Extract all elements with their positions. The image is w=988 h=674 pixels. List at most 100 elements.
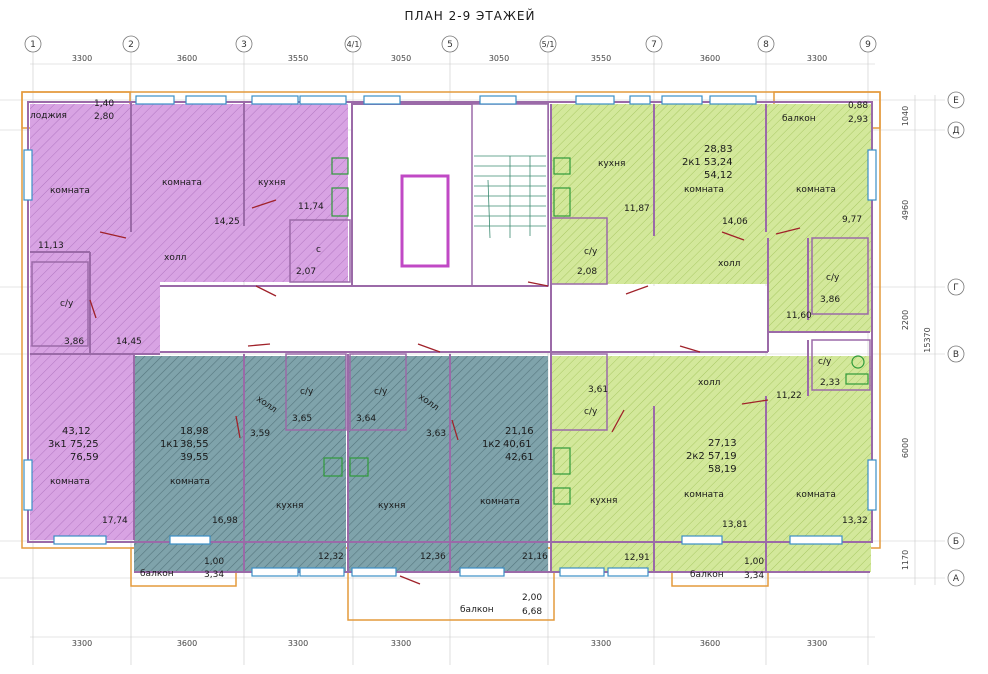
wc-area: 2,33 — [820, 378, 840, 388]
bath-area: 2,08 — [577, 267, 597, 277]
wc-label: с — [316, 245, 321, 255]
apt-code: 1к2 — [482, 439, 501, 450]
apt-area-total: 53,24 — [704, 157, 733, 168]
balcony-area1: 0,88 — [848, 101, 868, 111]
dim-right-2: 4960 — [901, 200, 910, 220]
room-label: комната — [796, 185, 836, 195]
room-label: комната — [796, 490, 836, 500]
apt-code: 3к1 — [48, 439, 67, 450]
dim-top-1: 3300 — [72, 54, 92, 63]
apt-area-living: 18,98 — [180, 426, 209, 437]
room-area: 17,74 — [102, 516, 128, 526]
bath-label: с/у — [374, 387, 388, 397]
apt-3k1-labels: комната 11,13 комната 14,25 кухня 11,74 … — [38, 178, 324, 526]
axis-label-2: 2 — [128, 40, 134, 50]
axis-row-e: Е — [953, 96, 959, 106]
apt-area-total: 75,25 — [70, 439, 99, 450]
dim-top-2: 3600 — [177, 54, 197, 63]
room-label: комната — [480, 497, 520, 507]
axis-row-a: А — [953, 574, 960, 584]
axis-row-v: В — [953, 350, 959, 360]
dim-bottom-1: 3300 — [72, 639, 92, 648]
room-label: комната — [50, 477, 90, 487]
loggia-area2: 2,80 — [94, 112, 114, 122]
kitchen-label: кухня — [258, 178, 285, 188]
room-area: 13,32 — [842, 516, 868, 526]
kitchen-fixtures — [323, 157, 869, 505]
bath-area: 3,61 — [588, 385, 608, 395]
dim-top-7: 3600 — [700, 54, 720, 63]
room-label: комната — [50, 186, 90, 196]
dim-top-5: 3050 — [489, 54, 509, 63]
balcony-label: балкон — [460, 605, 494, 615]
hall-area: 3,63 — [426, 429, 446, 439]
room-area: 21,16 — [522, 552, 548, 562]
kitchen-label: кухня — [378, 501, 405, 511]
kitchen-area: 12,32 — [318, 552, 344, 562]
hall-label: холл — [164, 253, 186, 263]
room-label: комната — [162, 178, 202, 188]
balcony-label: балкон — [690, 570, 724, 580]
apt-area-living: 28,83 — [704, 144, 733, 155]
dim-right-4: 6000 — [901, 438, 910, 458]
apt-area-total: 57,19 — [708, 451, 737, 462]
axis-columns-top — [24, 35, 877, 53]
apt-area-full: 42,61 — [505, 452, 534, 463]
axis-label-5-1: 5/1 — [542, 40, 555, 49]
plan-title: ПЛАН 2-9 ЭТАЖЕЙ — [405, 8, 536, 23]
dim-top-8: 3300 — [807, 54, 827, 63]
kitchen-area: 12,91 — [624, 553, 650, 563]
room-area: 13,81 — [722, 520, 748, 530]
axis-row-b: Б — [953, 537, 959, 547]
apt-code: 1к1 — [160, 439, 179, 450]
apt-area-living: 43,12 — [62, 426, 91, 437]
dim-right-1: 1040 — [901, 106, 910, 126]
dim-top-6: 3550 — [591, 54, 611, 63]
apt-area-living: 21,16 — [505, 426, 534, 437]
bath-area: 3,65 — [292, 414, 312, 424]
apt-2k1-labels: кухня 11,87 с/у 2,08 28,83 2к1 53,24 54,… — [577, 144, 862, 321]
axis-label-3: 3 — [241, 40, 247, 50]
apt-area-full: 76,59 — [70, 452, 99, 463]
loggia: лоджия 1,40 2,80 — [30, 99, 114, 122]
bath-label: с/у — [826, 273, 840, 283]
dim-bottom-7: 3300 — [807, 639, 827, 648]
axis-label-7: 7 — [651, 40, 657, 50]
apt-1k2-labels: с/у 3,64 холл 3,63 кухня 12,36 21,16 1к2… — [356, 387, 548, 562]
axis-label-8: 8 — [763, 40, 769, 50]
room-area: 9,77 — [842, 215, 862, 225]
dim-bottom-2: 3600 — [177, 639, 197, 648]
balcony-area2: 6,68 — [522, 607, 542, 617]
balcony-area1: 2,00 — [522, 593, 542, 603]
dim-bottom-5: 3300 — [591, 639, 611, 648]
dim-bottom-4: 3300 — [391, 639, 411, 648]
doors — [89, 199, 801, 585]
balcony-area1: 1,00 — [744, 557, 764, 567]
apt-code: 2к1 — [682, 157, 701, 168]
balcony-top-right: балкон 0,88 2,93 — [782, 101, 868, 125]
axis-row-d: Д — [952, 126, 959, 136]
bath-area: 3,86 — [64, 337, 84, 347]
kitchen-label: кухня — [276, 501, 303, 511]
dim-top-4: 3050 — [391, 54, 411, 63]
room-label: комната — [684, 185, 724, 195]
stairwell — [160, 103, 768, 352]
bath-label: с/у — [584, 407, 598, 417]
dim-bottom-3: 3300 — [288, 639, 308, 648]
kitchen-area: 11,87 — [624, 204, 650, 214]
apt-area-total: 40,61 — [503, 439, 532, 450]
room-label: комната — [684, 490, 724, 500]
apt-area-living: 27,13 — [708, 438, 737, 449]
apt-area-full: 54,12 — [704, 170, 733, 181]
hall-area: 3,59 — [250, 429, 270, 439]
loggia-area1: 1,40 — [94, 99, 114, 109]
walls — [27, 101, 873, 573]
apt-2k2-labels: 3,61 с/у кухня 12,91 холл 11,22 с/у 2,33… — [584, 357, 868, 563]
balcony-bottom-center: балкон 2,00 6,68 — [460, 593, 542, 617]
bath-label: с/у — [584, 247, 598, 257]
axis-row-g: Г — [953, 283, 959, 293]
kitchen-label: кухня — [598, 159, 625, 169]
room-area: 14,25 — [214, 217, 240, 227]
apartment-2k1 — [551, 104, 871, 332]
